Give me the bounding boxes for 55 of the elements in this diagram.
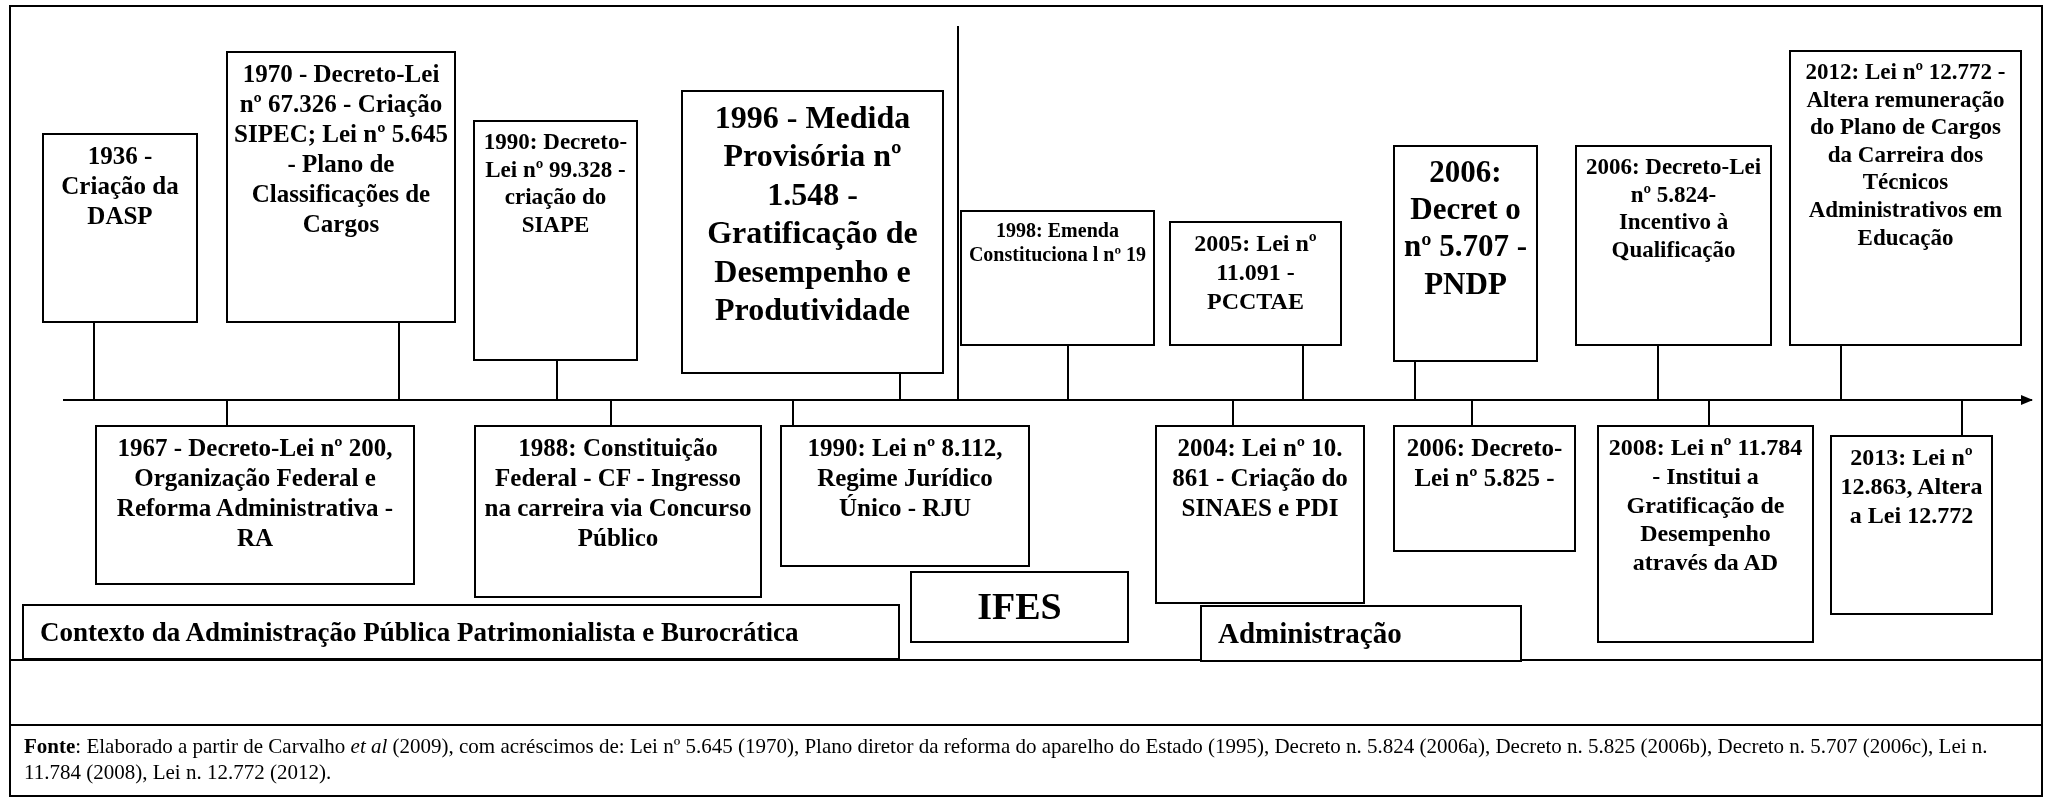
event-box: [226, 51, 456, 323]
event-text: 1936 - Criação da DASP: [60, 141, 180, 231]
event-text: 1970 - Decreto-Lei nº 67.326 - Criação SIPEC; Lei nº 5.645 - Plano de Classificações de Cargos: [234, 59, 448, 239]
event-text: IFES: [977, 584, 1062, 630]
context-box: [22, 604, 900, 660]
event-box: [960, 210, 1155, 346]
context-box: [1200, 605, 1522, 662]
tick-line: [1414, 361, 1416, 401]
event-text: 1998: Emenda Constituciona l nº 19: [968, 218, 1147, 266]
tick-line: [610, 399, 612, 426]
tick-line: [899, 373, 901, 401]
event-box: [681, 90, 944, 374]
event-text: Contexto da Administração Pública Patrimonialista e Burocrática: [40, 615, 799, 649]
event-text: 2006: Decreto-Lei nº 5.825 -: [1405, 433, 1564, 493]
event-box: [1393, 425, 1576, 552]
event-text: 2006: Decreto-Lei nº 5.824- Incentivo à Qualificação: [1584, 153, 1763, 264]
event-text: 2005: Lei nº 11.091 - PCCTAE: [1193, 229, 1318, 316]
event-box: [1830, 435, 1993, 615]
event-text: 1990: Decreto-Lei nº 99.328 - criação do SIAPE: [482, 128, 629, 239]
event-text: 1990: Lei nº 8.112, Regime Jurídico Único - RJU: [806, 433, 1004, 523]
tick-line: [226, 399, 228, 426]
event-box: [1597, 425, 1814, 643]
event-box: [1575, 145, 1772, 346]
tick-line: [1708, 399, 1710, 426]
event-box: [1155, 425, 1365, 604]
event-box: [1169, 221, 1342, 346]
tick-line: [93, 322, 95, 401]
event-text: Administração: [1218, 616, 1402, 651]
event-text: 1967 - Decreto-Lei nº 200, Organização Federal e Reforma Administrativa - RA: [115, 433, 395, 553]
event-text: 2006: Decret o nº 5.707 - PNDP: [1402, 153, 1528, 302]
event-text: 2013: Lei nº 12.863, Altera a Lei 12.772: [1839, 443, 1984, 530]
event-box: [1789, 50, 2022, 346]
event-text: 2008: Lei nº 11.784 - Institui a Gratificação de Desempenho através da AD: [1607, 433, 1804, 577]
event-text: 2012: Lei nº 12.772 - Altera remuneração do Plano de Cargos da Carreira dos Técnicos Administrativos em Educação: [1804, 58, 2007, 252]
source-note: Fonte: Elaborado a partir de Carvalho et al (2009), com acréscimos de: Lei nº 5.645 (1970), Plano diretor da reforma do aparelho do Estado (1995), Decreto n. 5.824 (2006a), Decreto n. 5.825 (2006b), Decreto n. 5.707 (2006c), Lei n. 11.784 (2008), Lei n. 12.772 (2012).: [24, 733, 1989, 786]
tick-line: [1067, 345, 1069, 401]
event-text: 1988: Constituição Federal - CF - Ingresso na carreira via Concurso Público: [483, 433, 753, 553]
tick-line: [1232, 399, 1234, 426]
event-box: [780, 425, 1030, 567]
tick-line: [1840, 345, 1842, 401]
tick-line: [1657, 345, 1659, 401]
event-box: [474, 425, 762, 598]
event-box: [473, 120, 638, 361]
tick-line: [556, 360, 558, 401]
event-text: 1996 - Medida Provisória nº 1.548 - Gratificação de Desempenho e Produtividade: [706, 98, 919, 329]
tick-line: [1471, 399, 1473, 426]
tick-line: [792, 399, 794, 426]
event-box: [42, 133, 198, 323]
tick-line: [1961, 399, 1963, 436]
tick-line: [1302, 345, 1304, 401]
event-box: [1393, 145, 1538, 362]
context-box: [910, 571, 1129, 643]
event-box: [95, 425, 415, 585]
event-text: 2004: Lei nº 10. 861 - Criação do SINAES e PDI: [1171, 433, 1349, 523]
tick-line: [398, 322, 400, 401]
